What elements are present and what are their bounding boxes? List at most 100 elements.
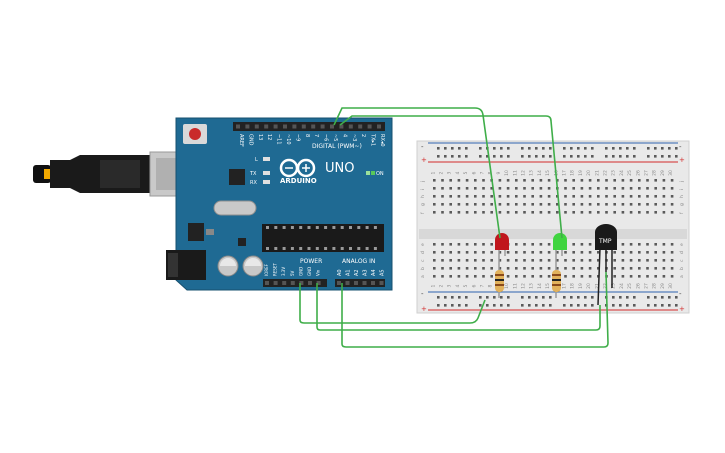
rail-hole[interactable] xyxy=(577,147,580,150)
terminal-hole[interactable] xyxy=(629,267,633,270)
terminal-hole[interactable] xyxy=(433,203,436,206)
terminal-hole[interactable] xyxy=(457,203,461,206)
rail-hole[interactable] xyxy=(570,147,573,150)
terminal-hole[interactable] xyxy=(621,195,625,198)
rail-hole[interactable] xyxy=(542,296,545,299)
terminal-hole[interactable] xyxy=(662,267,666,270)
terminal-hole[interactable] xyxy=(572,187,575,190)
terminal-hole[interactable] xyxy=(580,179,584,182)
terminal-hole[interactable] xyxy=(449,187,452,190)
rail-hole[interactable] xyxy=(647,296,650,299)
digital-pin-hole[interactable] xyxy=(358,124,363,129)
terminal-hole[interactable] xyxy=(539,251,543,254)
rail-hole[interactable] xyxy=(647,155,650,158)
rail-hole[interactable] xyxy=(661,296,664,299)
terminal-hole[interactable] xyxy=(662,211,666,214)
rail-hole[interactable] xyxy=(577,304,580,307)
terminal-hole[interactable] xyxy=(449,195,452,198)
terminal-hole[interactable] xyxy=(531,251,534,254)
terminal-hole[interactable] xyxy=(580,259,584,262)
rail-hole[interactable] xyxy=(661,155,664,158)
terminal-hole[interactable] xyxy=(441,275,444,278)
terminal-hole[interactable] xyxy=(441,251,444,254)
wire-pin6-red-led[interactable] xyxy=(333,107,501,239)
terminal-hole[interactable] xyxy=(613,251,616,254)
terminal-hole[interactable] xyxy=(523,251,526,254)
rail-hole[interactable] xyxy=(549,147,552,150)
terminal-hole[interactable] xyxy=(523,187,526,190)
terminal-hole[interactable] xyxy=(629,251,633,254)
digital-header[interactable] xyxy=(233,122,385,131)
rail-hole[interactable] xyxy=(465,296,468,299)
terminal-hole[interactable] xyxy=(539,179,543,182)
terminal-hole[interactable] xyxy=(654,211,657,214)
terminal-hole[interactable] xyxy=(654,203,657,206)
terminal-hole[interactable] xyxy=(654,195,657,198)
terminal-hole[interactable] xyxy=(597,179,600,182)
terminal-hole[interactable] xyxy=(662,251,666,254)
rail-hole[interactable] xyxy=(444,304,447,307)
rail-hole[interactable] xyxy=(486,304,489,307)
terminal-hole[interactable] xyxy=(531,203,534,206)
rail-hole[interactable] xyxy=(563,155,566,158)
rail-hole[interactable] xyxy=(563,296,566,299)
digital-pin-hole[interactable] xyxy=(245,124,250,129)
terminal-hole[interactable] xyxy=(629,203,633,206)
terminal-hole[interactable] xyxy=(646,275,649,278)
digital-pin-hole[interactable] xyxy=(273,124,278,129)
terminal-hole[interactable] xyxy=(654,179,657,182)
terminal-hole[interactable] xyxy=(433,243,436,246)
analog-header[interactable] xyxy=(335,279,385,287)
terminal-hole[interactable] xyxy=(465,275,469,278)
terminal-hole[interactable] xyxy=(605,195,608,198)
power-pin-hole[interactable] xyxy=(273,281,278,285)
power-header[interactable] xyxy=(263,279,327,287)
terminal-hole[interactable] xyxy=(564,211,567,214)
power-pin-hole[interactable] xyxy=(265,281,269,285)
terminal-hole[interactable] xyxy=(433,251,436,254)
terminal-hole[interactable] xyxy=(515,259,518,262)
terminal-hole[interactable] xyxy=(490,259,493,262)
rail-hole[interactable] xyxy=(528,147,531,150)
terminal-hole[interactable] xyxy=(638,187,641,190)
rail-hole[interactable] xyxy=(500,147,503,150)
terminal-hole[interactable] xyxy=(670,243,674,246)
rail-hole[interactable] xyxy=(633,304,636,307)
terminal-hole[interactable] xyxy=(474,211,477,214)
rail-hole[interactable] xyxy=(437,296,440,299)
terminal-hole[interactable] xyxy=(670,251,674,254)
analog-pin-hole[interactable] xyxy=(379,281,384,285)
terminal-hole[interactable] xyxy=(474,275,477,278)
terminal-hole[interactable] xyxy=(498,211,502,214)
terminal-hole[interactable] xyxy=(654,187,657,190)
terminal-hole[interactable] xyxy=(621,275,625,278)
terminal-hole[interactable] xyxy=(465,195,469,198)
terminal-hole[interactable] xyxy=(646,203,649,206)
terminal-hole[interactable] xyxy=(474,187,477,190)
wire-a0-sensor[interactable] xyxy=(341,271,609,348)
terminal-hole[interactable] xyxy=(662,195,666,198)
terminal-hole[interactable] xyxy=(588,259,592,262)
power-pin-hole[interactable] xyxy=(316,281,321,285)
terminal-hole[interactable] xyxy=(670,259,674,262)
terminal-hole[interactable] xyxy=(662,243,666,246)
terminal-hole[interactable] xyxy=(531,243,534,246)
terminal-hole[interactable] xyxy=(523,243,526,246)
terminal-hole[interactable] xyxy=(638,267,641,270)
terminal-hole[interactable] xyxy=(506,179,510,182)
terminal-hole[interactable] xyxy=(457,275,461,278)
terminal-hole[interactable] xyxy=(441,243,444,246)
rail-hole[interactable] xyxy=(591,296,594,299)
terminal-hole[interactable] xyxy=(474,203,477,206)
temperature-sensor[interactable]: TMP xyxy=(595,224,617,306)
terminal-hole[interactable] xyxy=(580,195,584,198)
terminal-hole[interactable] xyxy=(523,259,526,262)
terminal-hole[interactable] xyxy=(547,259,551,262)
resistor-1[interactable] xyxy=(495,262,504,298)
terminal-hole[interactable] xyxy=(588,187,592,190)
terminal-hole[interactable] xyxy=(506,275,510,278)
terminal-hole[interactable] xyxy=(441,195,444,198)
terminal-hole[interactable] xyxy=(531,195,534,198)
terminal-hole[interactable] xyxy=(670,179,674,182)
terminal-hole[interactable] xyxy=(474,243,477,246)
